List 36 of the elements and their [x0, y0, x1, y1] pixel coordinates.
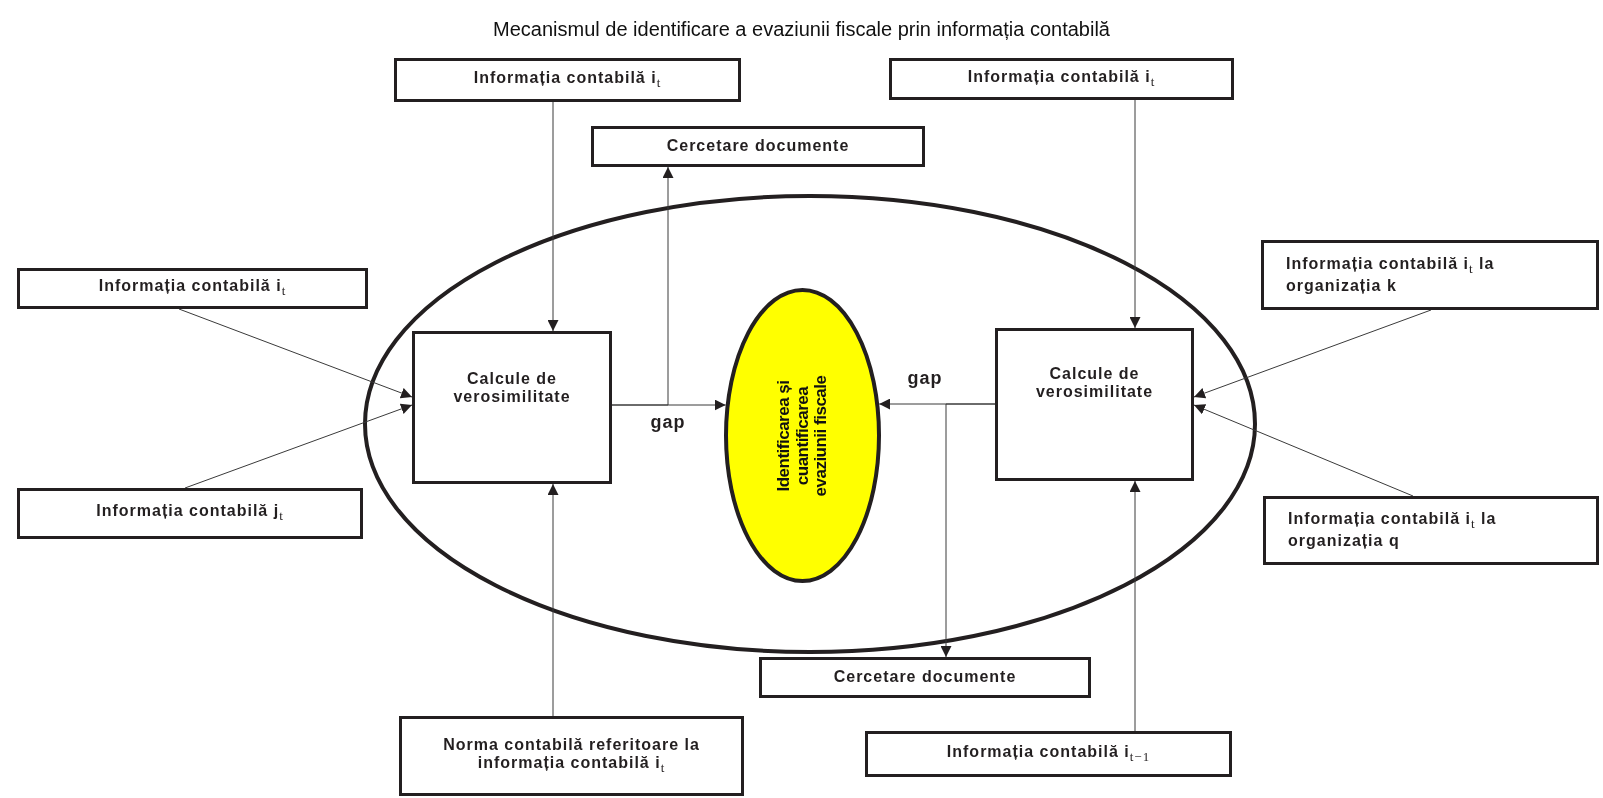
arrow: [1193, 404, 1414, 497]
arrow: [1129, 480, 1141, 732]
diagram-title: Mecanismul de identificare a evaziunii fiscale prin informația contabilă: [492, 18, 1111, 41]
text-box: [865, 731, 1232, 777]
box-label: Norma contabilă referitoare la informația contabilă i$_{t}$: [442, 735, 701, 777]
box-label: Informația contabilă i$_{t}$: [98, 277, 287, 300]
arrow: [940, 403, 996, 658]
text-box: [1263, 496, 1599, 565]
text-box: [1261, 240, 1599, 310]
arrow: [184, 403, 413, 489]
text-box: [412, 331, 612, 484]
arrow: [547, 101, 559, 332]
text-box: [759, 657, 1091, 698]
arrow: [1193, 309, 1432, 399]
box-label: Informația contabilă j$_{t}$: [96, 502, 284, 525]
arrow: [547, 483, 559, 717]
text-box: [889, 58, 1234, 100]
arrow: [178, 308, 413, 399]
box-label: Calcule de verosimilitate: [452, 370, 572, 407]
box-label: Informația contabilă i$_{t}$: [473, 68, 662, 92]
text-box: [17, 488, 363, 539]
text-box: [995, 328, 1194, 481]
box-label: Informația contabilă i$_{t}$ la organizația k: [1286, 254, 1496, 296]
arrow: [611, 166, 674, 406]
box-label: Cercetare documente: [833, 668, 1017, 687]
box-label: Informația contabilă i$_{t}$: [967, 67, 1156, 91]
box-label: Cercetare documente: [666, 137, 850, 156]
arrow: [1129, 99, 1141, 329]
text-box: [399, 716, 744, 796]
text-box: [394, 58, 741, 102]
box-label: Calcule de verosimilitate: [1034, 365, 1155, 402]
text-box: [17, 268, 368, 309]
box-label: Informația contabilă i$_{t}$ la organizația q: [1288, 510, 1498, 551]
text-box: [591, 126, 925, 167]
box-label: Informația contabilă i$_{t−1}$: [946, 742, 1151, 766]
ellipse-label: Identificarea și cuantificarea evaziunii fiscale: [774, 374, 831, 498]
